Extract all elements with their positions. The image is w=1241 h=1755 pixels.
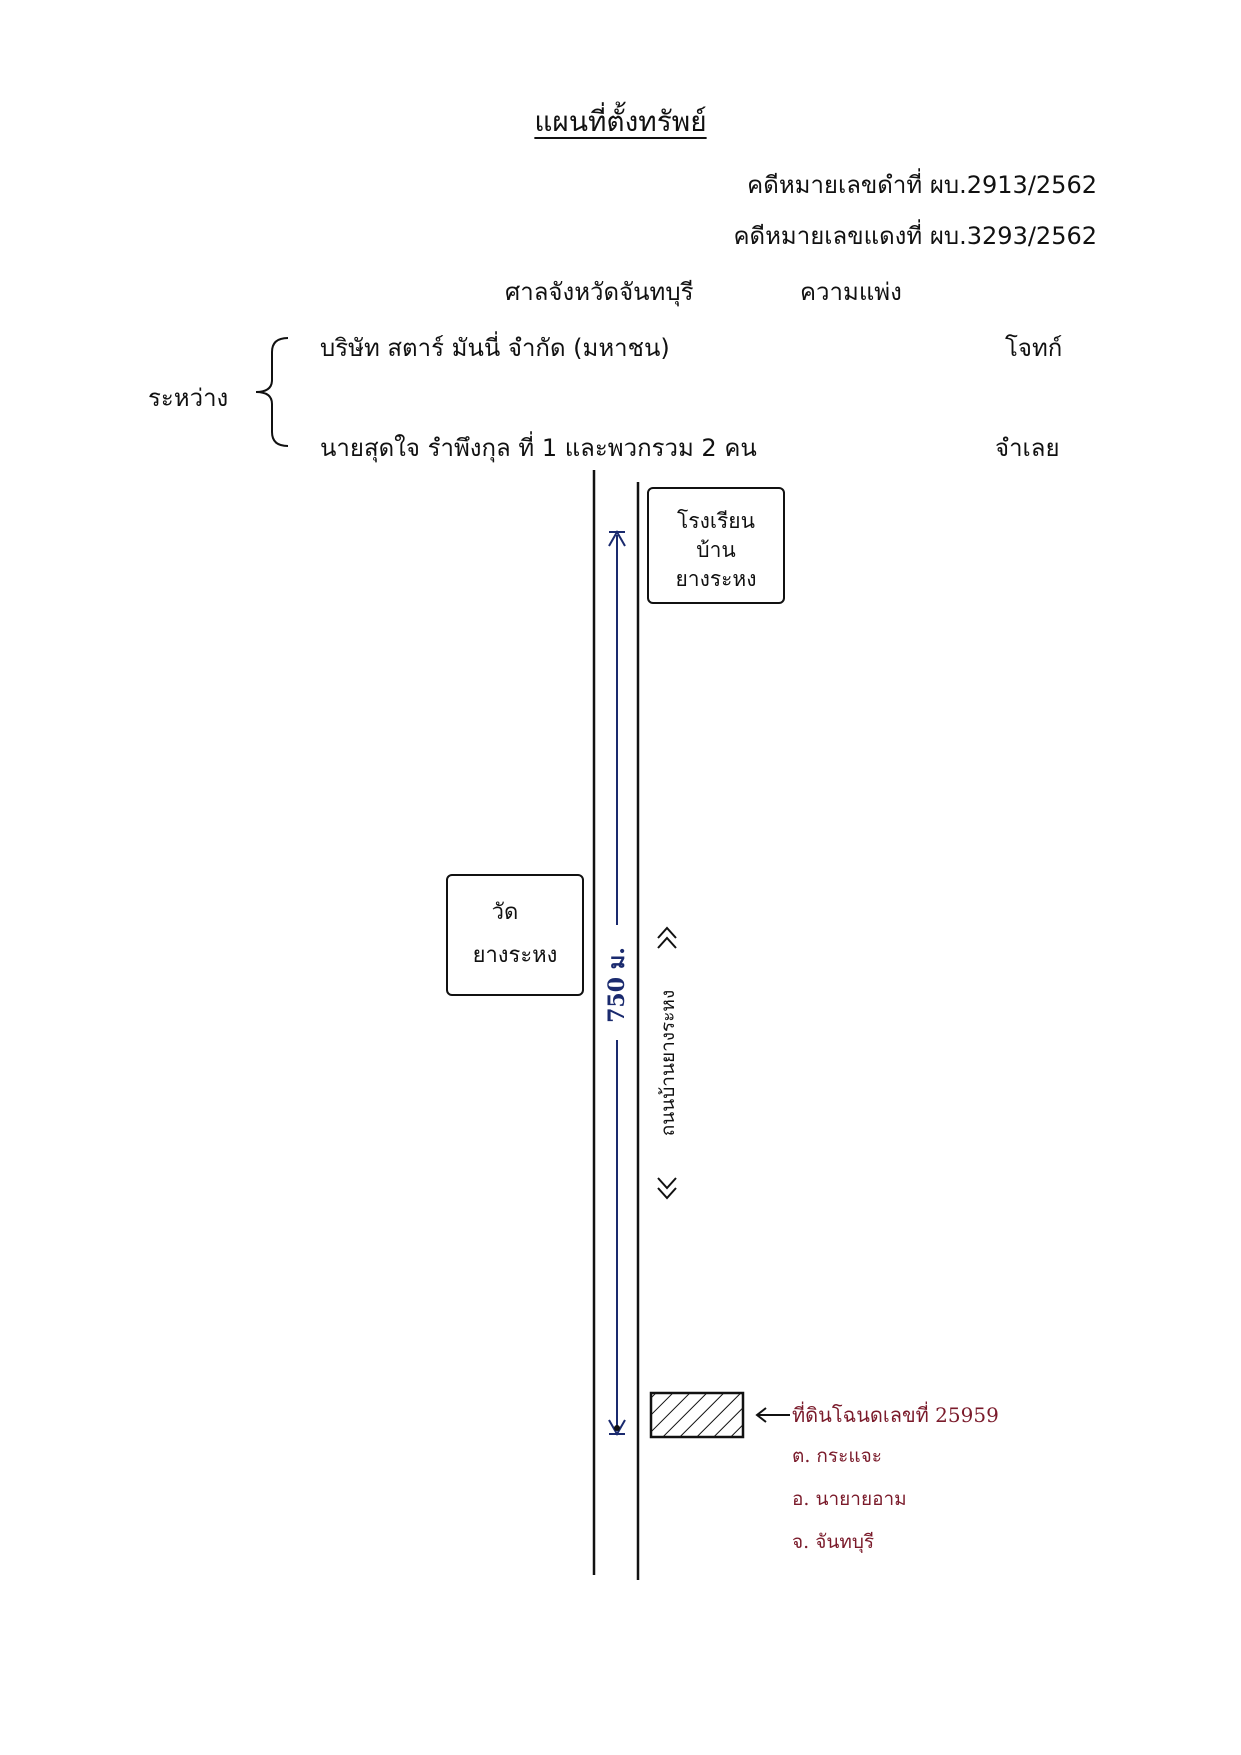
black-case-number: คดีหมายเลขดำที่ ผบ.2913/2562 (747, 171, 1097, 199)
page-title: แผนที่ตั้งทรัพย์ (534, 105, 707, 138)
school-label-line2: บ้าน (696, 538, 735, 562)
road-name-arrows-icon (657, 926, 677, 1200)
school-box (647, 487, 785, 604)
address-district: อ. นายายอาม (792, 1488, 907, 1510)
case-type: ความแพ่ง (800, 278, 902, 306)
red-case-number: คดีหมายเลขแดงที่ ผบ.3293/2562 (733, 222, 1097, 250)
plaintiff-name: บริษัท สตาร์ มันนี่ จำกัด (มหาชน) (320, 334, 670, 362)
school-label-line3: ยางระหง (675, 567, 756, 591)
land-deed-label: ที่ดินโฉนดเลขที่ 25959 (792, 1401, 999, 1427)
land-parcel (649, 1391, 745, 1439)
plaintiff-role: โจทก์ (1005, 334, 1063, 362)
school-label-line1: โรงเรียน (677, 509, 755, 533)
address-subdistrict: ต. กระแจะ (792, 1445, 882, 1467)
distance-arrow (608, 529, 626, 1437)
defendant-role: จำเลย (995, 434, 1060, 462)
brace-icon (255, 337, 289, 447)
distance-label: 750 ม. (604, 947, 630, 1023)
temple-label-line2: ยางระหง (473, 943, 558, 968)
temple-box (446, 874, 584, 996)
address-province: จ. จันทบุรี (792, 1531, 874, 1554)
land-pointer-arrow-icon (755, 1407, 790, 1423)
court-name: ศาลจังหวัดจันทบุรี (505, 278, 694, 306)
between-label: ระหว่าง (148, 384, 229, 412)
defendant-name: นายสุดใจ รำพึงกุล ที่ 1 และพวกรวม 2 คน (320, 434, 757, 462)
location-map: 750 ม. ถนนบ้านยางระหง โรงเรียน บ้าน ยางร… (446, 470, 999, 1580)
road-name-label: ถนนบ้านยางระหง (657, 990, 679, 1137)
temple-label-line1: วัด (492, 900, 519, 925)
